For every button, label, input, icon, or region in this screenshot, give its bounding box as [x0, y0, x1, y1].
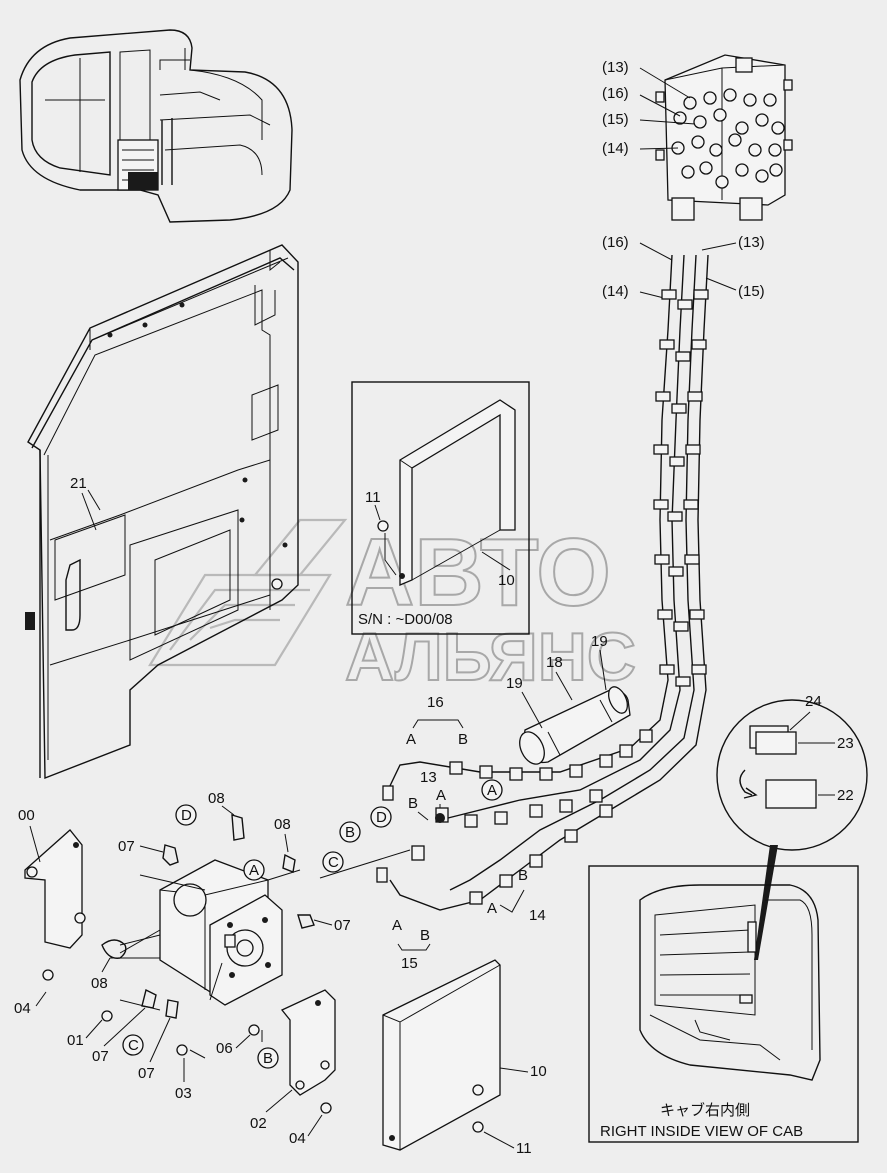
detail-magnifier: 24 23 22: [716, 693, 868, 960]
marker-A-circle-hose: A: [487, 782, 497, 799]
callout-14-bundle: 14: [529, 907, 546, 924]
callout-07-a: 07: [118, 838, 135, 855]
callout-22: 22: [837, 787, 854, 804]
callout-01: 01: [67, 1032, 84, 1049]
marker-B-hose-15: B: [420, 927, 430, 944]
marker-B-hose-14: B: [518, 867, 528, 884]
marker-A-hose-14: A: [487, 900, 497, 917]
marker-B-hose-13: B: [408, 795, 418, 812]
callout-08-right: 08: [274, 816, 291, 833]
marker-D-bracket: D: [181, 807, 192, 824]
callout-16-valve: (16): [602, 85, 629, 102]
callout-06: 06: [216, 1040, 233, 1057]
callout-15-valve: (15): [602, 111, 629, 128]
callout-11-bottom: 11: [516, 1140, 532, 1157]
pilot-hose-bundle: [387, 254, 709, 911]
callout-23: 23: [837, 735, 854, 752]
bottom-cover: [382, 959, 501, 1151]
cab-side-panel: [25, 244, 299, 780]
callout-07-b: 07: [334, 917, 351, 934]
marker-A-hose-15: A: [392, 917, 402, 934]
filter-canister: [519, 686, 631, 765]
callout-00: 00: [18, 807, 35, 824]
callout-08-left: 08: [91, 975, 108, 992]
callout-14-valve: (14): [602, 140, 629, 157]
callout-15-bundle: 15: [401, 955, 418, 972]
callout-19-top: 19: [591, 633, 608, 650]
callout-18: 18: [546, 654, 563, 671]
marker-B-bracket: B: [263, 1050, 273, 1067]
callout-13-hose: (13): [738, 234, 765, 251]
marker-C-bracket: C: [128, 1037, 139, 1054]
callout-07-d: 07: [138, 1065, 155, 1082]
marker-A-hose-13: A: [436, 787, 446, 804]
cab-inside-view-box: キャブ右内側 RIGHT INSIDE VIEW OF CAB: [588, 865, 859, 1143]
serial-number-inset: 11 10 S/N : ~D00/08: [351, 381, 530, 635]
callout-14-hose: (14): [602, 283, 629, 300]
callout-11-inset: 11: [365, 489, 381, 506]
control-bracket-assembly: [24, 814, 484, 1133]
excavator-cab-illustration: [19, 29, 293, 223]
hose-clamps: [449, 289, 709, 905]
callout-21: 21: [70, 475, 87, 492]
callout-15-hose: (15): [738, 283, 765, 300]
callout-24: 24: [805, 693, 822, 710]
marker-B-circle-hose: B: [345, 824, 355, 841]
callout-07-c: 07: [92, 1048, 109, 1065]
callout-13-valve: (13): [602, 59, 629, 76]
watermark-logo: АВТО АЛЬЯНС: [148, 518, 637, 696]
marker-A-hose-16: A: [406, 731, 416, 748]
callout-10-bottom: 10: [530, 1063, 547, 1080]
marker-A-bracket: A: [249, 862, 259, 879]
callout-13-bundle: 13: [420, 769, 437, 786]
callout-16-hose: (16): [602, 234, 629, 251]
watermark-line2: АЛЬЯНС: [345, 619, 636, 695]
callout-03: 03: [175, 1085, 192, 1102]
callout-04-bottom: 04: [289, 1130, 306, 1147]
callout-10-inset: 10: [498, 572, 515, 589]
callout-16-bundle: 16: [427, 694, 444, 711]
marker-C-circle-hose: C: [328, 854, 339, 871]
watermark-line1: АВТО: [345, 519, 611, 626]
serial-number-note: S/N : ~D00/08: [358, 611, 453, 628]
callout-02: 02: [250, 1115, 267, 1132]
callout-04-left: 04: [14, 1000, 31, 1017]
callout-08-top: 08: [208, 790, 225, 807]
view-caption-jp: キャブ右内側: [660, 1101, 750, 1119]
valve-ports: [671, 88, 785, 189]
marker-B-hose-16: B: [458, 731, 468, 748]
callout-19-left: 19: [506, 675, 523, 692]
marker-D-hose: D: [376, 809, 387, 826]
view-caption-en: RIGHT INSIDE VIEW OF CAB: [600, 1123, 803, 1140]
pilot-valve-block: (13) (16) (15) (14): [602, 54, 793, 221]
